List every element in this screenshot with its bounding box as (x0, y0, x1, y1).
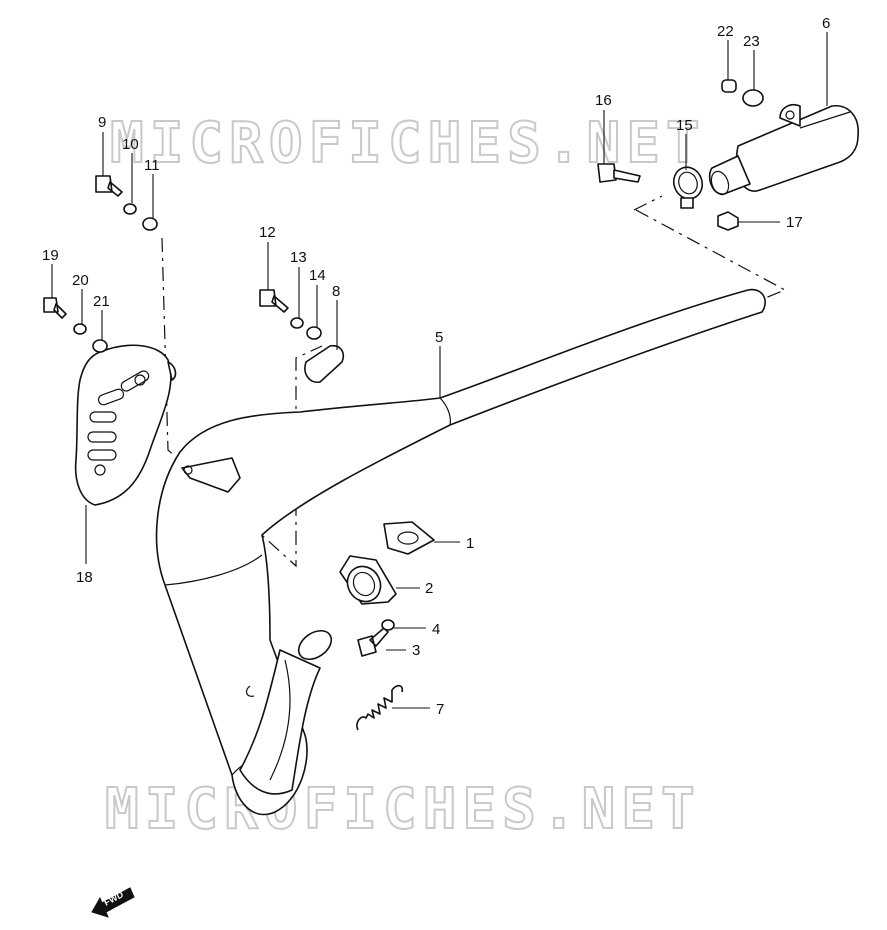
callout-11: 11 (144, 157, 160, 174)
bracket-8[interactable] (304, 344, 345, 384)
callout-3: 3 (412, 642, 420, 659)
callout-1: 1 (466, 535, 474, 552)
washer-13[interactable] (290, 317, 304, 329)
washer-20[interactable] (73, 323, 87, 335)
callout-7: 7 (436, 701, 444, 718)
callouts: 1 2 3 4 5 6 7 8 9 10 11 12 13 14 15 16 1… (42, 15, 830, 718)
assembly-guide-lines (161, 195, 787, 568)
exhaust-pipe[interactable] (155, 288, 766, 816)
bolt-12[interactable] (259, 289, 289, 313)
callout-16: 16 (595, 92, 612, 109)
callout-20: 20 (72, 272, 89, 289)
washer-11[interactable] (142, 217, 158, 231)
callout-19: 19 (42, 247, 59, 264)
bolt-3[interactable] (357, 627, 389, 657)
callout-12: 12 (259, 224, 276, 241)
callout-21: 21 (93, 293, 110, 310)
callout-23: 23 (743, 33, 760, 50)
callout-2: 2 (425, 580, 433, 597)
washer-10[interactable] (123, 203, 137, 215)
nut-17[interactable] (717, 211, 739, 231)
callout-22: 22 (717, 23, 734, 40)
callout-6: 6 (822, 15, 830, 32)
exhaust-flange-2[interactable] (339, 555, 397, 608)
collar-22[interactable] (721, 79, 737, 93)
fwd-arrow-icon: FWD (91, 887, 135, 918)
bolt-9[interactable] (95, 175, 123, 197)
callout-8: 8 (332, 283, 340, 300)
callout-4: 4 (432, 621, 440, 638)
silencer[interactable] (708, 103, 859, 197)
bolt-16[interactable] (597, 163, 641, 183)
watermark-top: MICROFICHES.NET (110, 111, 706, 176)
callout-10: 10 (122, 136, 139, 153)
washer-14[interactable] (306, 326, 322, 340)
washer-4[interactable] (381, 619, 395, 631)
callout-9: 9 (98, 114, 106, 131)
callout-15: 15 (676, 117, 693, 134)
heat-shield[interactable] (74, 344, 177, 506)
callout-17: 17 (786, 214, 803, 231)
callout-18: 18 (76, 569, 93, 586)
watermark-bottom: MICROFICHES.NET (105, 777, 701, 842)
bolt-19[interactable] (43, 297, 67, 319)
gasket-1[interactable] (383, 521, 435, 555)
callout-14: 14 (309, 267, 326, 284)
callout-5: 5 (435, 329, 443, 346)
leader-lines (51, 32, 828, 709)
clamp[interactable] (669, 163, 706, 209)
callout-13: 13 (290, 249, 307, 266)
washer-21[interactable] (92, 339, 108, 353)
spring-7[interactable] (356, 684, 404, 731)
grommet-23[interactable] (742, 89, 764, 107)
